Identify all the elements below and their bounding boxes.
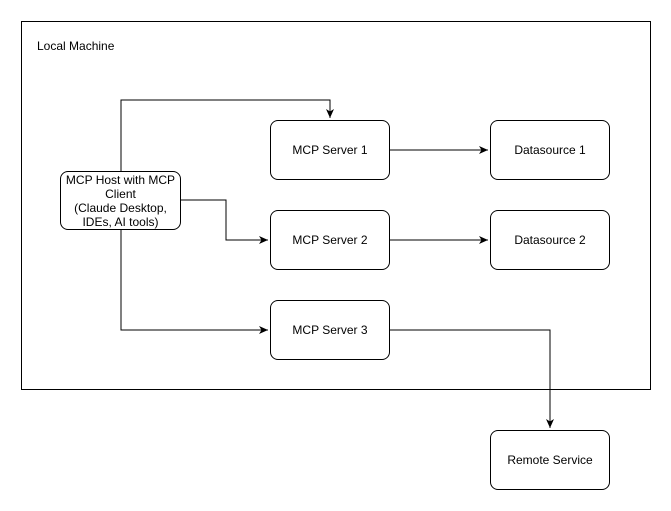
remote-service-node[interactable]: Remote Service: [490, 430, 610, 490]
datasource-2-node[interactable]: Datasource 2: [490, 210, 610, 270]
edge-server3-remote: [390, 329, 554, 428]
local-machine-group: Local Machine: [21, 21, 651, 390]
mcp-server-3-node[interactable]: MCP Server 3: [270, 300, 390, 360]
mcp-server-2-label: MCP Server 2: [292, 233, 368, 247]
mcp-server-1-node[interactable]: MCP Server 1: [270, 120, 390, 180]
datasource-1-node[interactable]: Datasource 1: [490, 120, 610, 180]
edge-host-server1: [120, 99, 334, 171]
remote-service-label: Remote Service: [507, 453, 593, 467]
datasource-1-label: Datasource 1: [514, 143, 586, 157]
mcp-server-3-label: MCP Server 3: [292, 323, 368, 337]
mcp-host-label: MCP Host with MCP Client (Claude Desktop…: [65, 172, 176, 229]
datasource-2-label: Datasource 2: [514, 233, 586, 247]
mcp-server-1-label: MCP Server 1: [292, 143, 368, 157]
edge-host-server2: [181, 199, 268, 244]
mcp-host-node[interactable]: MCP Host with MCP Client (Claude Desktop…: [60, 171, 181, 230]
edge-host-server3: [120, 229, 268, 334]
mcp-server-2-node[interactable]: MCP Server 2: [270, 210, 390, 270]
local-machine-label: Local Machine: [37, 39, 115, 53]
